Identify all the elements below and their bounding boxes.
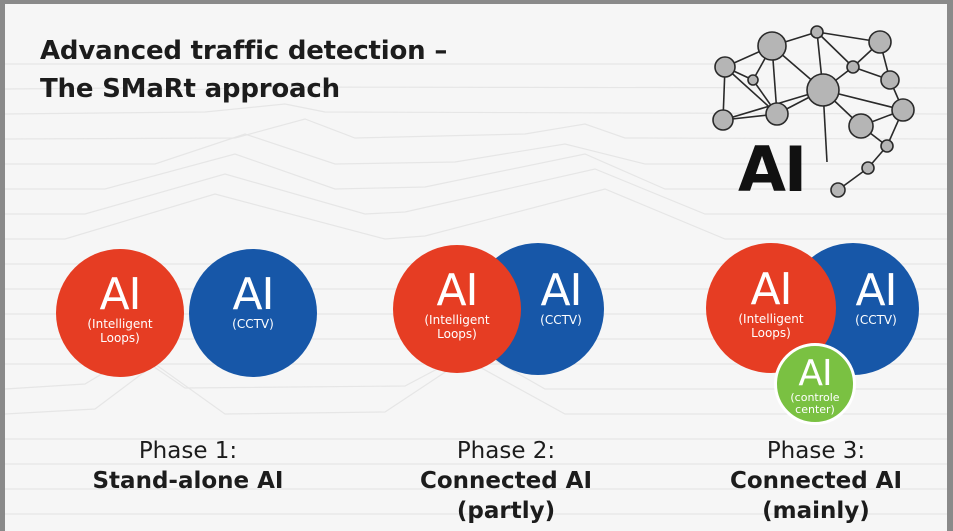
phase1-caption: Phase 1: Stand-alone AI: [68, 436, 308, 496]
phase-number: Phase 3:: [766, 438, 866, 464]
circle-ai-label: AI: [436, 265, 478, 316]
phase1-circle-intelligent-loops: AI (Intelligent Loops): [56, 249, 184, 377]
phase-number: Phase 1:: [138, 438, 238, 464]
circle-ai-label: AI: [232, 269, 274, 320]
circle-sublabel-1: (CCTV): [855, 313, 897, 327]
circle-ai-label: AI: [99, 269, 141, 320]
circle-sublabel-1: (CCTV): [232, 317, 274, 331]
phase-qualifier: (partly): [456, 498, 556, 524]
circle-ai-label: AI: [798, 353, 832, 394]
circle-sublabel-2: Loops): [437, 327, 477, 341]
ai-logo-text: AI: [738, 133, 807, 206]
page-title: Advanced traffic detection – The SMaRt a…: [40, 32, 447, 108]
phase-name: Connected AI: [419, 468, 593, 494]
circle-ai-label: AI: [855, 265, 897, 316]
circle-ai-label: AI: [540, 265, 582, 316]
title-line-2: The SMaRt approach: [40, 74, 340, 104]
circle-sublabel-2: Loops): [751, 326, 791, 340]
phase-qualifier: (mainly): [762, 498, 870, 524]
phase1-circle-cctv: AI (CCTV): [189, 249, 317, 377]
title-line-1: Advanced traffic detection –: [40, 36, 448, 66]
phase2-caption: Phase 2: Connected AI (partly): [386, 436, 626, 526]
phase3-caption: Phase 3: Connected AI (mainly): [696, 436, 936, 526]
phase-number: Phase 2:: [456, 438, 556, 464]
phase-name: Connected AI: [729, 468, 903, 494]
circle-sublabel-1: (Intelligent: [87, 317, 153, 331]
brain-network-icon: [712, 25, 915, 198]
circle-sublabel-1: (CCTV): [540, 313, 582, 327]
phase3-circle-control-center: AI (controle center): [774, 343, 856, 425]
circle-sublabel-2: center): [795, 403, 835, 416]
circle-ai-label: AI: [750, 264, 792, 315]
circle-sublabel-1: (Intelligent: [738, 312, 804, 326]
phase2-circle-intelligent-loops: AI (Intelligent Loops): [393, 245, 521, 373]
circle-sublabel-1: (controle: [790, 391, 840, 404]
circle-sublabel-2: Loops): [100, 331, 140, 345]
phase-name: Stand-alone AI: [92, 468, 284, 494]
circle-sublabel-1: (Intelligent: [424, 313, 490, 327]
